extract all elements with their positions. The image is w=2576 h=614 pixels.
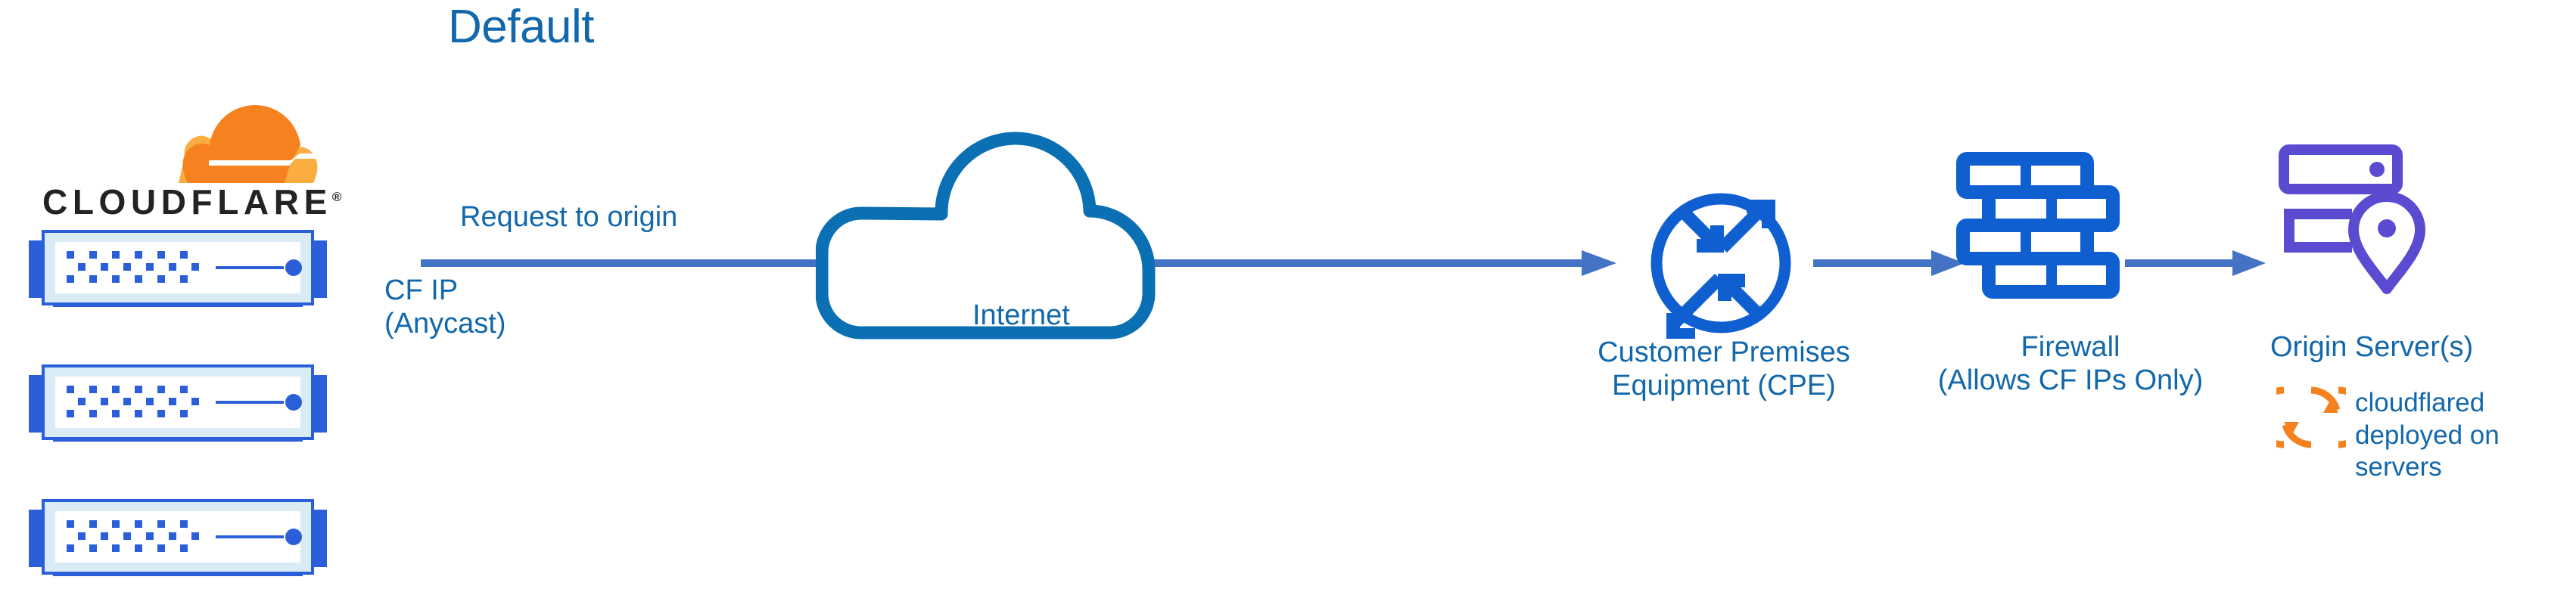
registered-trademark-mark: ® [331, 190, 342, 204]
brick-wall-icon [1954, 151, 2120, 302]
arrow-cpe-to-firewall [1813, 246, 1965, 281]
cpe-label: Customer Premises Equipment (CPE) [1598, 336, 1850, 402]
router-icon [1645, 188, 1797, 342]
cloudflare-logo-icon [179, 98, 322, 183]
rack-server-3 [15, 487, 341, 593]
internet-cloud-icon [815, 112, 1194, 373]
cloudflare-brand: CLOUDFLARE® [38, 98, 356, 222]
firewall-label: Firewall (Allows CF IPs Only) [1937, 331, 2204, 397]
server-location-icon [2276, 144, 2443, 301]
origin-server-label: Origin Server(s) [2270, 331, 2474, 363]
request-to-origin-label: Request to origin [460, 201, 678, 233]
cloudflared-note-label: cloudflared deployed on servers [2355, 388, 2500, 482]
page-title: Default [448, 1, 594, 53]
cloudflare-wordmark: CLOUDFLARE® [42, 181, 354, 222]
cloudflare-wordmark-text: CLOUDFLARE [42, 182, 332, 222]
sync-refresh-icon [2253, 383, 2369, 452]
internet-label: Internet [972, 299, 1070, 331]
rack-server-2 [15, 352, 341, 458]
rack-server-1 [15, 218, 341, 324]
arrow-firewall-to-origin [2125, 246, 2266, 281]
cf-ip-anycast-label: CF IP (Anycast) [384, 274, 506, 340]
